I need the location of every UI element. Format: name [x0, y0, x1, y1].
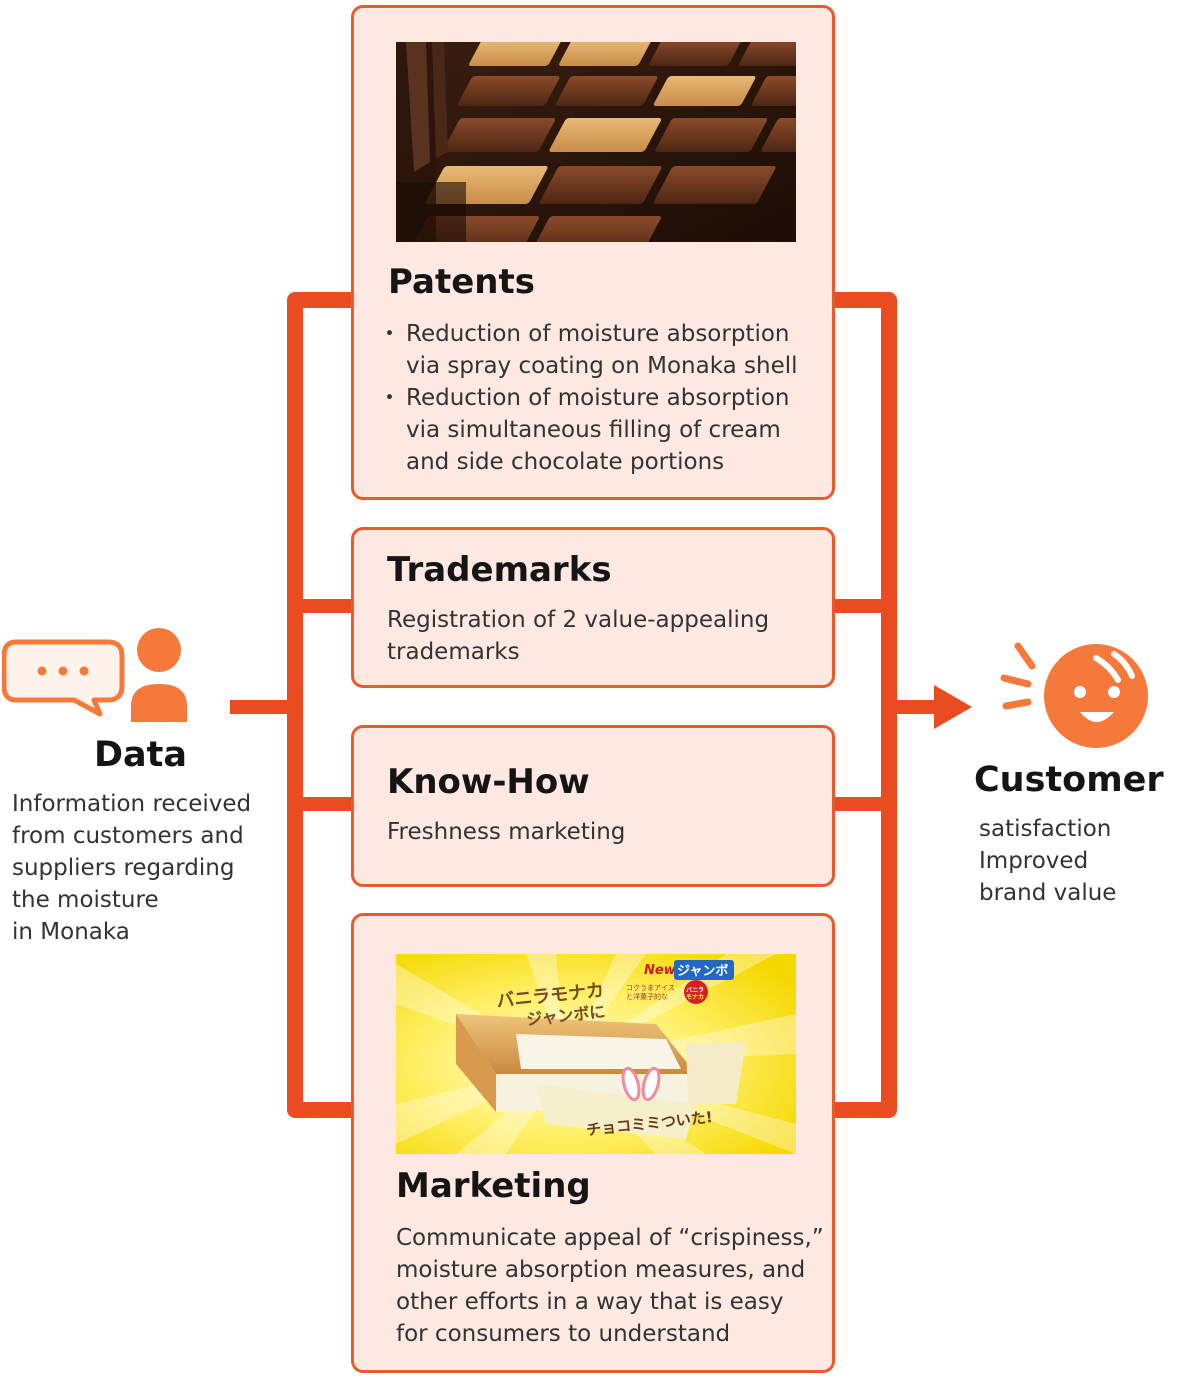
data-description: Information received from customers and … [12, 788, 251, 948]
customer-description: satisfaction Improved brand value [979, 813, 1116, 909]
data-line: the moisture [12, 887, 159, 913]
patents-description: Reduction of moisture absorption via spr… [378, 318, 798, 478]
customer-line: brand value [979, 880, 1117, 906]
patents-box: Patents Reduction of moisture absorption… [351, 5, 835, 500]
ad-small-2: と洋菓子的な [626, 992, 668, 1001]
data-line: Information received [12, 791, 252, 817]
marketing-description: Communicate appeal of “crispiness,” mois… [396, 1222, 824, 1350]
customer-title: Customer [974, 760, 1164, 800]
happy-face-icon [1000, 642, 1148, 748]
data-line: from customers and [12, 823, 244, 849]
patents-bullet-cont: via simultaneous filling of cream [406, 417, 781, 443]
ad-brand-new: New [644, 963, 677, 978]
trademarks-line: Registration of 2 value-appealing [387, 607, 770, 633]
chocolate-tray-image [396, 42, 796, 242]
left-vertical-bus [287, 292, 303, 1118]
speech-bubble-icon [2, 639, 125, 717]
data-title: Data [94, 735, 188, 775]
left-branch-patents [287, 292, 355, 308]
right-branch-patents [832, 292, 897, 308]
customer-line: satisfaction [979, 816, 1112, 842]
data-connector-line [230, 700, 296, 714]
chocolate-production-photo [396, 42, 796, 242]
right-branch-marketing [832, 1102, 897, 1118]
customer-arrow-shaft [889, 700, 941, 714]
marketing-line: moisture absorption measures, and [396, 1257, 806, 1283]
person-icon [131, 628, 187, 722]
trademarks-title: Trademarks [387, 550, 612, 590]
patents-title: Patents [388, 262, 535, 302]
trademarks-box: Trademarks Registration of 2 value-appea… [351, 527, 835, 688]
marketing-line: Communicate appeal of “crispiness,” [396, 1225, 824, 1251]
knowhow-box: Know-How Freshness marketing [351, 725, 835, 887]
ad-brand-name: ジャンボ [677, 963, 728, 979]
knowhow-description: Freshness marketing [387, 816, 625, 848]
data-line: in Monaka [12, 919, 130, 945]
right-branch-trademarks [832, 599, 889, 613]
patents-bullet-cont: and side chocolate portions [406, 449, 725, 475]
marketing-box: バニラモナカ ジャンボに New ジャンボ コクうまアイス と洋菓子的な バニラ… [351, 913, 835, 1373]
customer-line: Improved [979, 848, 1089, 874]
marketing-line: other efforts in a way that is easy [396, 1289, 784, 1315]
monaka-jumbo-ad-image: バニラモナカ ジャンボに New ジャンボ コクうまアイス と洋菓子的な バニラ… [396, 954, 796, 1154]
marketing-line: for consumers to understand [396, 1321, 731, 1347]
marketing-title: Marketing [396, 1166, 591, 1206]
left-branch-knowhow [295, 797, 355, 811]
ad-artwork: バニラモナカ ジャンボに New ジャンボ コクうまアイス と洋菓子的な バニラ… [396, 954, 796, 1154]
ad-badge-2: モナカ [686, 994, 704, 1001]
left-branch-marketing [287, 1102, 355, 1118]
patents-bullet: Reduction of moisture absorption [378, 318, 798, 350]
ad-small-1: コクうまアイス [626, 984, 675, 992]
ad-badge-1: バニラ [686, 986, 704, 994]
trademarks-line: trademarks [387, 639, 520, 665]
left-branch-trademarks [295, 599, 355, 613]
customer-arrow-head-icon [934, 685, 972, 729]
trademarks-description: Registration of 2 value-appealing tradem… [387, 604, 769, 668]
patents-bullet: Reduction of moisture absorption [378, 382, 798, 414]
knowhow-title: Know-How [387, 762, 590, 802]
patents-bullet-cont: via spray coating on Monaka shell [406, 353, 798, 379]
right-branch-knowhow [832, 797, 889, 811]
knowhow-line: Freshness marketing [387, 819, 626, 845]
data-line: suppliers regarding [12, 855, 235, 881]
